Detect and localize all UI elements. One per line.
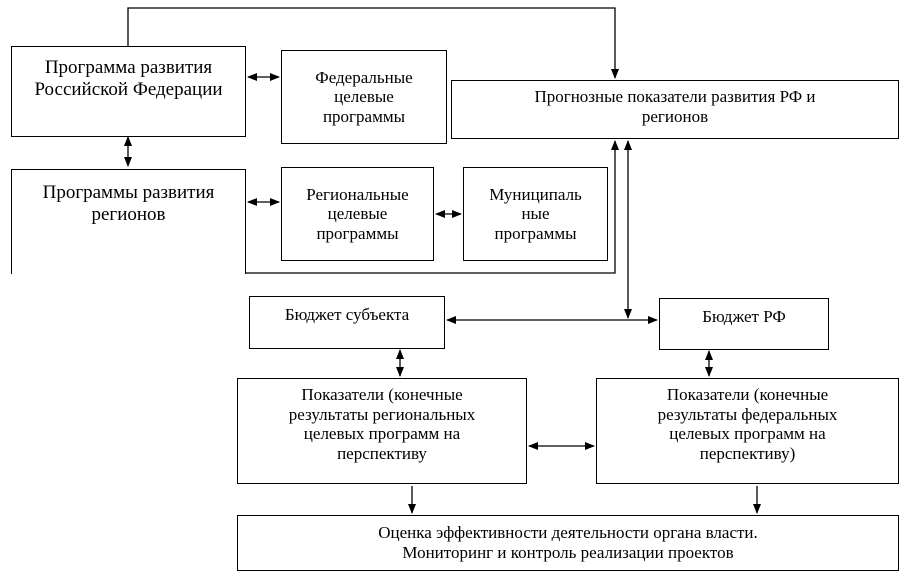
node-budget-subject-label: Бюджет субъекта bbox=[284, 305, 410, 324]
connector-prog-regions-to-forecast bbox=[246, 140, 619, 274]
node-budget-rf: Бюджет РФ bbox=[659, 298, 829, 350]
node-mun-programs-label: Муниципаль ные программы bbox=[489, 184, 582, 243]
node-fed-programs: Федеральные целевые программы bbox=[281, 50, 447, 144]
node-prog-regions-label: Программы развития регионов bbox=[42, 182, 215, 225]
node-forecast: Прогнозные показатели развития РФ и реги… bbox=[451, 80, 899, 139]
node-ind-federal-label: Показатели (конечные результаты федераль… bbox=[657, 385, 838, 463]
node-mun-programs: Муниципаль ные программы bbox=[463, 167, 608, 261]
node-prog-regions: Программы развития регионов bbox=[11, 169, 246, 274]
node-ind-regional: Показатели (конечные результаты регионал… bbox=[237, 378, 527, 484]
connector-prog-rf-to-forecast bbox=[127, 7, 619, 79]
node-ind-federal: Показатели (конечные результаты федераль… bbox=[596, 378, 899, 484]
node-budget-rf-label: Бюджет РФ bbox=[702, 307, 786, 326]
node-ind-regional-label: Показатели (конечные результаты регионал… bbox=[288, 385, 476, 463]
node-forecast-label: Прогнозные показатели развития РФ и реги… bbox=[534, 87, 816, 126]
node-evaluation: Оценка эффективности деятельности органа… bbox=[237, 515, 899, 571]
node-reg-programs: Региональные целевые программы bbox=[281, 167, 434, 261]
node-reg-programs-label: Региональные целевые программы bbox=[306, 184, 409, 243]
node-fed-programs-label: Федеральные целевые программы bbox=[315, 67, 413, 126]
node-budget-subject: Бюджет субъекта bbox=[249, 296, 445, 349]
node-evaluation-label: Оценка эффективности деятельности органа… bbox=[378, 523, 758, 562]
node-prog-rf: Программа развития Российской Федерации bbox=[11, 46, 246, 137]
node-prog-rf-label: Программа развития Российской Федерации bbox=[34, 57, 223, 100]
